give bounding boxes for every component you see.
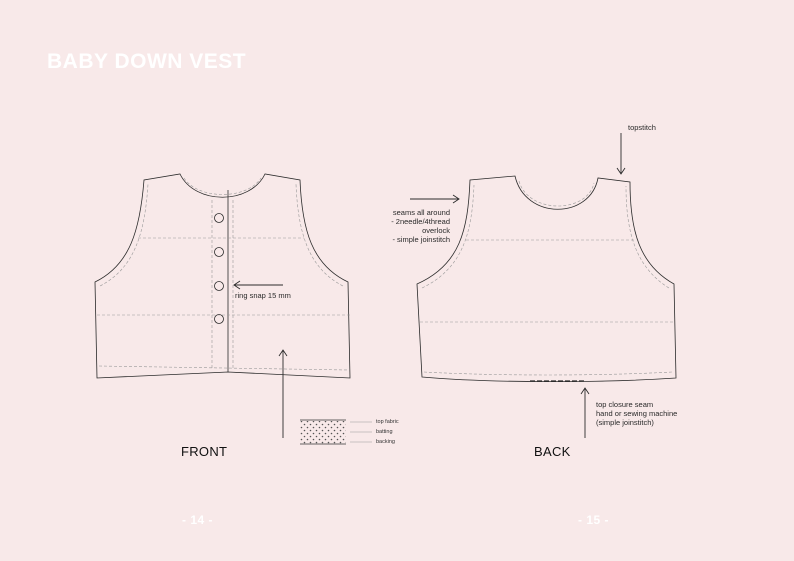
front-caption: FRONT bbox=[181, 444, 228, 459]
legend-batting: batting bbox=[376, 429, 393, 435]
arrow-icon bbox=[410, 194, 460, 204]
snap-button bbox=[214, 213, 224, 223]
snap-label: ring snap 15 mm bbox=[235, 291, 291, 300]
arrow-icon bbox=[580, 387, 590, 438]
closure-label: top closure seam hand or sewing machine … bbox=[596, 400, 678, 427]
arrow-icon bbox=[233, 280, 283, 290]
material-legend-swatch bbox=[300, 419, 372, 445]
snap-button bbox=[214, 314, 224, 324]
page-number-left: - 14 - bbox=[182, 513, 214, 527]
front-stitch-lines bbox=[97, 177, 350, 371]
seams-label: seams all around - 2needle/4thread overl… bbox=[391, 208, 450, 244]
back-stitch-lines bbox=[420, 180, 675, 376]
snap-button bbox=[214, 247, 224, 257]
arrow-icon bbox=[616, 133, 626, 175]
back-vest-outline bbox=[416, 175, 677, 383]
page-title: BABY DOWN VEST bbox=[47, 50, 247, 73]
page-number-right: - 15 - bbox=[578, 513, 610, 527]
snap-button bbox=[214, 281, 224, 291]
legend-backing: backing bbox=[376, 439, 395, 445]
front-vest-illustration bbox=[94, 173, 351, 379]
snap-buttons bbox=[214, 213, 224, 324]
legend-top-fabric: top fabric bbox=[376, 419, 399, 425]
back-caption: BACK bbox=[534, 444, 571, 459]
back-vest-illustration bbox=[416, 175, 677, 383]
arrow-icon bbox=[278, 349, 288, 438]
topstitch-label: topstitch bbox=[628, 123, 656, 132]
front-vest-outline bbox=[94, 173, 351, 379]
